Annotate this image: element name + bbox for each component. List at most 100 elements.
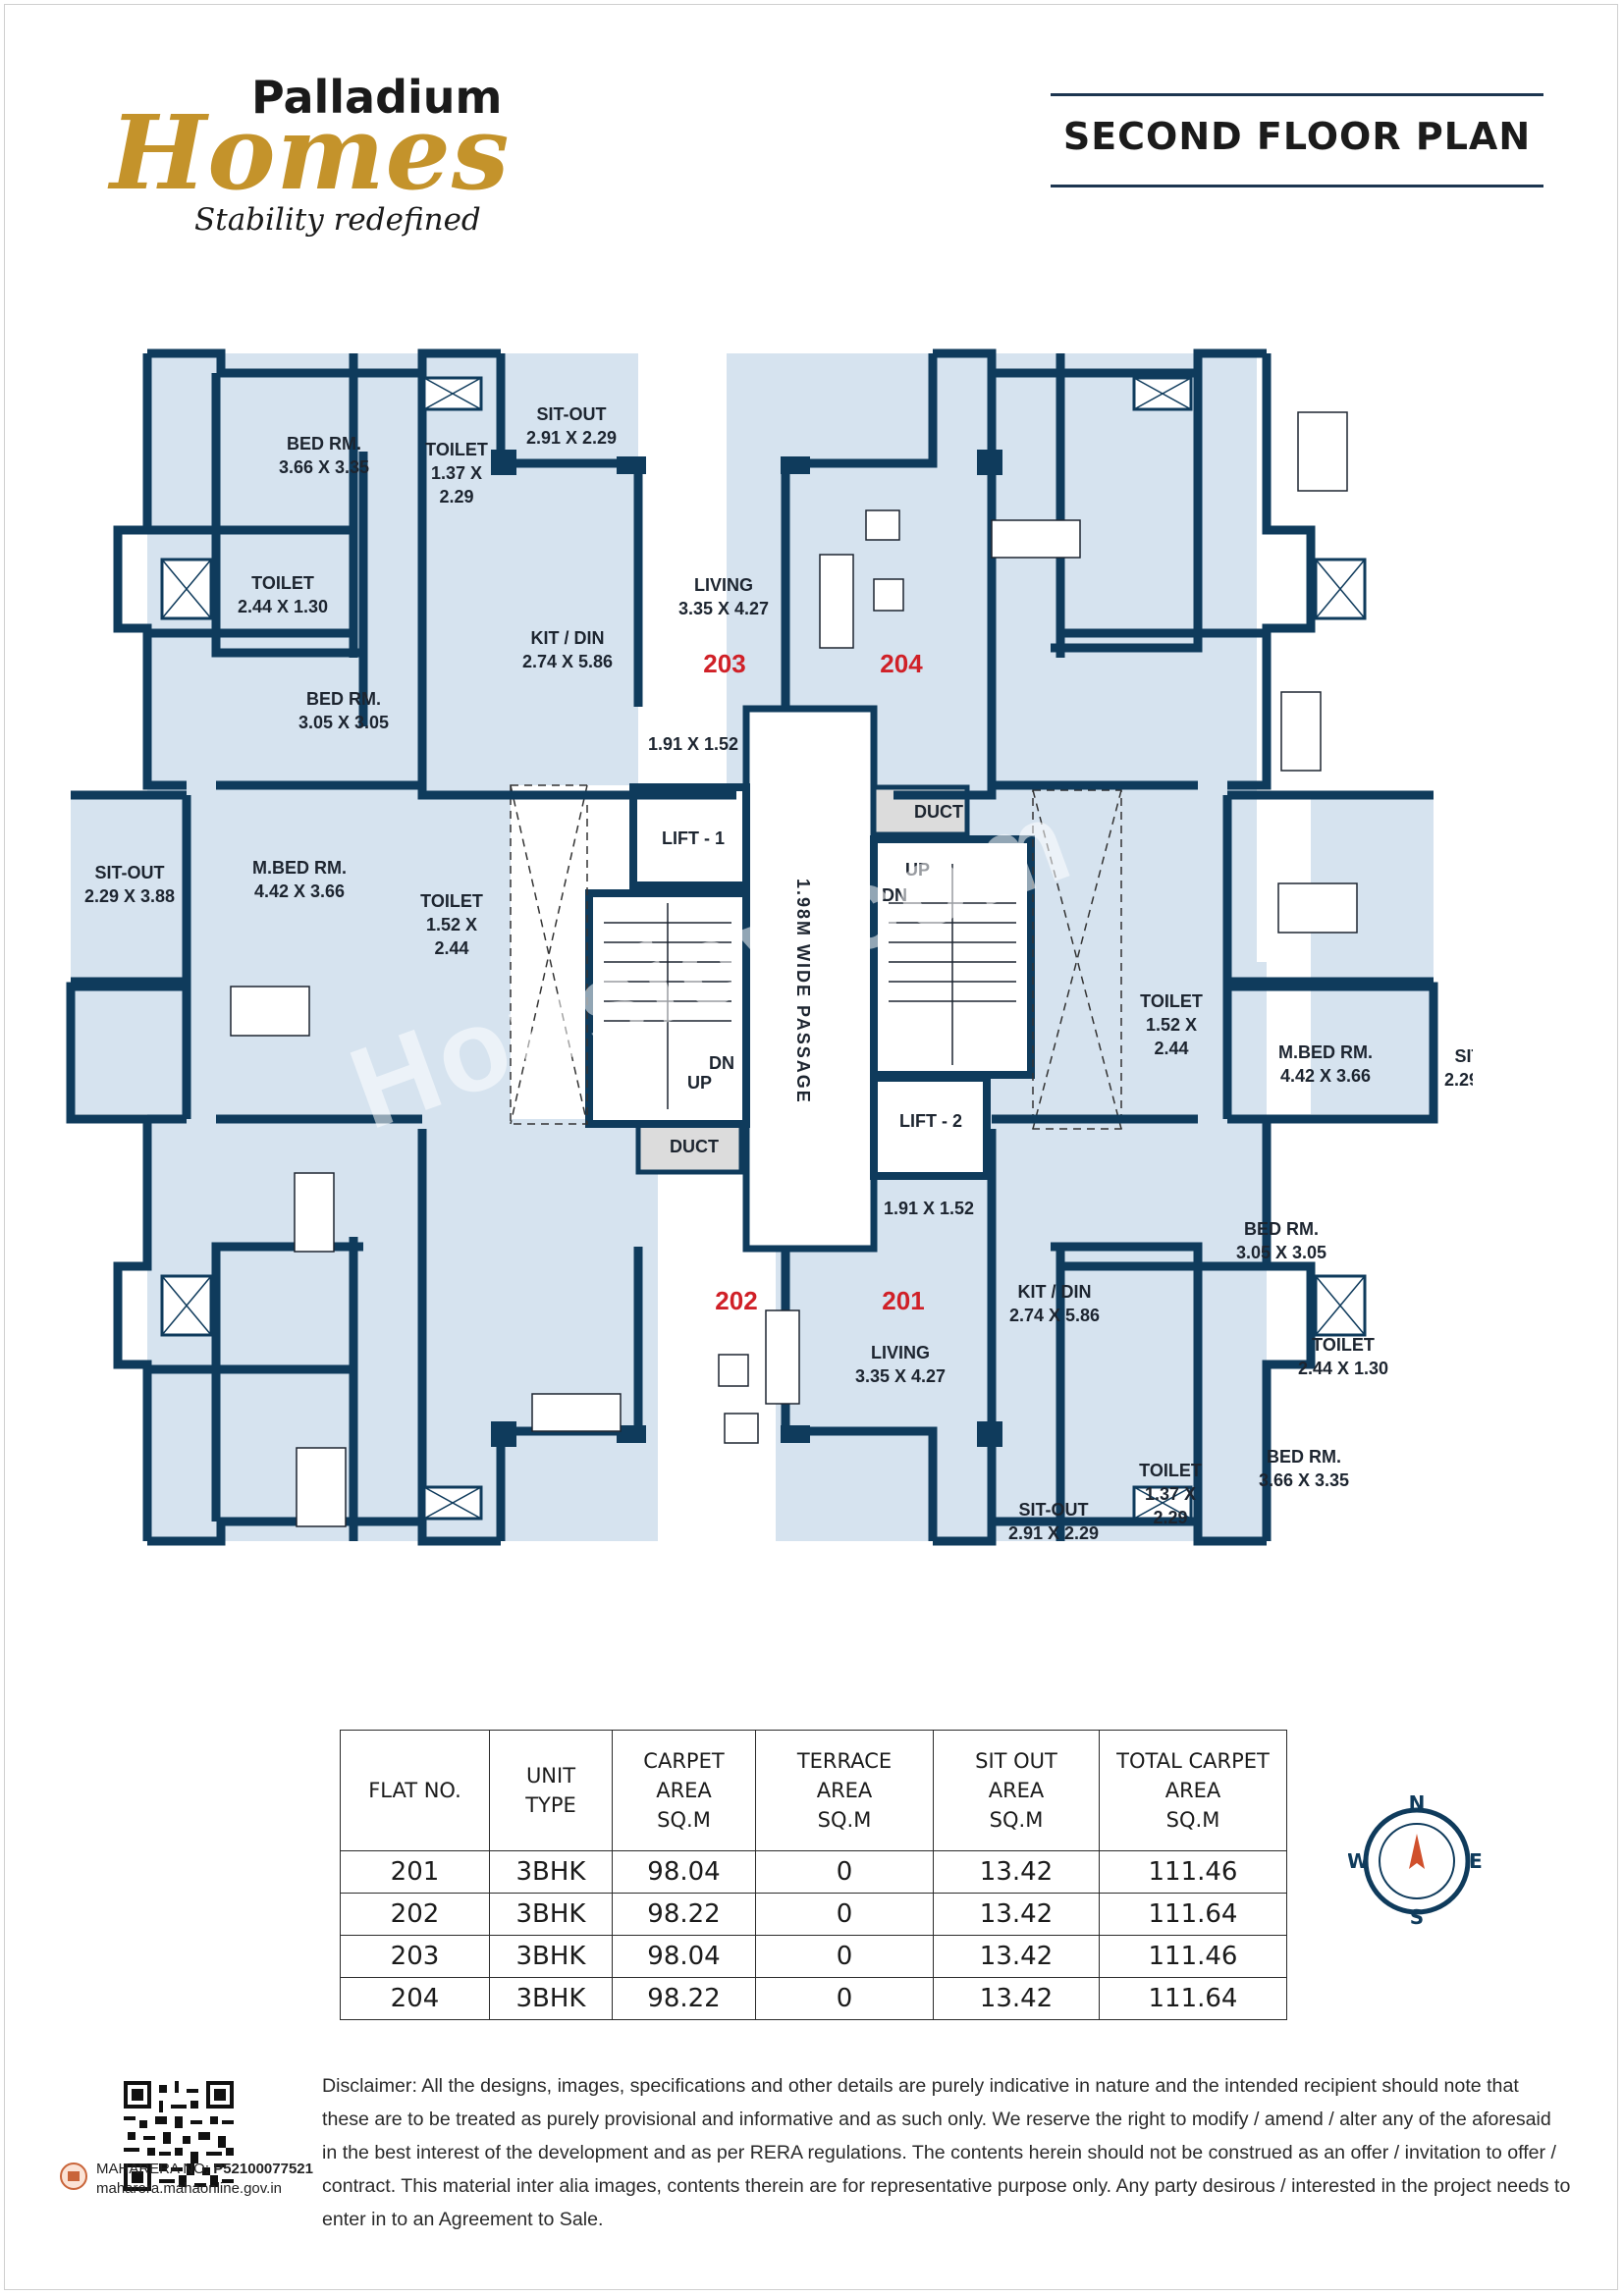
room-kit-201-name: KIT / DIN bbox=[1018, 1282, 1092, 1302]
cell-sit-out-area: 13.42 bbox=[933, 1893, 1100, 1936]
compass-n: N bbox=[1409, 1792, 1426, 1815]
room-toilet3-right-name: TOILET bbox=[1140, 991, 1203, 1011]
cell-sit-out-area: 13.42 bbox=[933, 1977, 1100, 2020]
room-living-203-size: 3.35 X 4.27 bbox=[678, 599, 769, 618]
header-line: UNIT bbox=[525, 1764, 576, 1788]
passage-label: 1.98M WIDE PASSAGE bbox=[793, 879, 813, 1104]
unit-203-label: 203 bbox=[703, 649, 745, 678]
lift-1 bbox=[629, 783, 750, 889]
header-total-carpet-area: TOTAL CARPET AREA SQ.M bbox=[1099, 1730, 1287, 1851]
table-header-row: FLAT NO. UNIT TYPE CARPET AREA SQ.M TERRACE… bbox=[340, 1730, 1287, 1851]
header-line: SQ.M bbox=[989, 1808, 1044, 1832]
header-line: SQ.M bbox=[1165, 1808, 1220, 1832]
room-toilet1-right-size2: 2.29 bbox=[1153, 1508, 1187, 1527]
cell-total-carpet-area: 111.64 bbox=[1099, 1893, 1287, 1936]
cell-total-carpet-area: 111.46 bbox=[1099, 1935, 1287, 1978]
room-living-201-size: 3.35 X 4.27 bbox=[855, 1366, 946, 1386]
cell-total-carpet-area: 111.46 bbox=[1099, 1850, 1287, 1894]
stair-up-left: UP bbox=[687, 1073, 712, 1093]
header-line: SQ.M bbox=[657, 1808, 711, 1832]
cell-flat-no: 202 bbox=[340, 1893, 490, 1936]
room-toilet3-right-size1: 1.52 X bbox=[1146, 1015, 1197, 1035]
room-toilet2-right-size: 2.44 X 1.30 bbox=[1298, 1359, 1388, 1378]
room-toilet3-left-size2: 2.44 bbox=[434, 938, 468, 958]
room-kit-201-size: 2.74 X 5.86 bbox=[1009, 1306, 1100, 1325]
header-flat-no: FLAT NO. bbox=[340, 1730, 490, 1851]
rera-site: maharera.mahaonline.gov.in bbox=[96, 2180, 283, 2197]
room-sitout1-right-size: 2.91 X 2.29 bbox=[1008, 1523, 1099, 1543]
room-bed1-right-name: BED RM. bbox=[1267, 1447, 1341, 1467]
furniture bbox=[230, 411, 1358, 1527]
header-terrace-area: TERRACE AREA SQ.M bbox=[755, 1730, 934, 1851]
header-line: SQ.M bbox=[817, 1808, 872, 1832]
staircase-right bbox=[870, 835, 1035, 1079]
header-line: AREA bbox=[816, 1779, 873, 1802]
room-foyer-201: 1.91 X 1.52 bbox=[884, 1199, 974, 1218]
room-living-201-name: LIVING bbox=[871, 1343, 930, 1362]
rera-number-line: MAHARERA NO: P52100077521 bbox=[96, 2160, 313, 2179]
room-toilet1-left-size2: 2.29 bbox=[439, 487, 473, 507]
room-bed2-left-size: 3.05 X 3.05 bbox=[298, 713, 389, 732]
cell-unit-type: 3BHK bbox=[489, 1850, 613, 1894]
floor-plan-drawing: BED RM. 3.66 X 3.35 TOILET 1.37 X 2.29 S… bbox=[66, 348, 1535, 1546]
header-line: AREA bbox=[1164, 1779, 1221, 1802]
area-table: FLAT NO. UNIT TYPE CARPET AREA SQ.M TERRACE… bbox=[340, 1730, 1287, 2020]
unit-202-label: 202 bbox=[715, 1286, 757, 1315]
room-toilet1-right-size1: 1.37 X bbox=[1145, 1484, 1196, 1504]
duct-bottom bbox=[635, 1122, 744, 1175]
cell-carpet-area: 98.22 bbox=[612, 1977, 756, 2020]
room-toilet2-left-name: TOILET bbox=[251, 573, 314, 593]
room-toilet1-left-name: TOILET bbox=[425, 440, 488, 459]
page-title-block: SECOND FLOOR PLAN bbox=[1051, 93, 1543, 187]
cell-carpet-area: 98.04 bbox=[612, 1935, 756, 1978]
cell-unit-type: 3BHK bbox=[489, 1893, 613, 1936]
room-toilet2-right-name: TOILET bbox=[1312, 1335, 1375, 1355]
service-shaft-crosses bbox=[161, 377, 1366, 1520]
cell-flat-no: 203 bbox=[340, 1935, 490, 1978]
room-toilet1-right-name: TOILET bbox=[1139, 1461, 1202, 1480]
header-line: AREA bbox=[656, 1779, 712, 1802]
room-kit-203-name: KIT / DIN bbox=[531, 628, 605, 648]
cell-terrace-area: 0 bbox=[755, 1893, 934, 1936]
header-line: CARPET bbox=[643, 1749, 725, 1773]
logo-main-text: Homes bbox=[110, 92, 511, 213]
page-title: SECOND FLOOR PLAN bbox=[1062, 115, 1532, 158]
qr-code bbox=[124, 2081, 234, 2191]
compass-icon: N S E W bbox=[1347, 1791, 1486, 1930]
header-unit-type: UNIT TYPE bbox=[489, 1730, 613, 1851]
void-shafts bbox=[510, 784, 1122, 1130]
cell-unit-type: 3BHK bbox=[489, 1935, 613, 1978]
rera-info: MAHARERA NO: P52100077521 maharera.mahao… bbox=[96, 2160, 313, 2199]
cell-total-carpet-area: 111.64 bbox=[1099, 1977, 1287, 2020]
cell-sit-out-area: 13.42 bbox=[933, 1850, 1100, 1894]
lift-2 bbox=[870, 1074, 991, 1180]
room-bed1-left-size: 3.66 X 3.35 bbox=[279, 457, 369, 477]
lift-2-label: LIFT - 2 bbox=[899, 1111, 962, 1131]
header-line: TERRACE bbox=[796, 1749, 893, 1773]
room-sitout1-left-size: 2.91 X 2.29 bbox=[526, 428, 617, 448]
compass-w: W bbox=[1348, 1849, 1369, 1873]
header-carpet-area: CARPET AREA SQ.M bbox=[612, 1730, 756, 1851]
header-line: TYPE bbox=[525, 1793, 576, 1817]
floor-plan: BED RM. 3.66 X 3.35 TOILET 1.37 X 2.29 S… bbox=[59, 334, 1535, 1615]
room-bed2-right-name: BED RM. bbox=[1244, 1219, 1319, 1239]
unit-201-label: 201 bbox=[882, 1286, 924, 1315]
room-living-203-name: LIVING bbox=[694, 575, 753, 595]
room-foyer-203: 1.91 X 1.52 bbox=[648, 734, 738, 754]
stair-dn-left: DN bbox=[709, 1053, 734, 1073]
room-mbed-left-name: M.BED RM. bbox=[252, 858, 347, 878]
compass-drawing: N S E W bbox=[1347, 1791, 1483, 1929]
room-sitout2-right-name: SIT-OUT bbox=[1455, 1046, 1474, 1066]
cell-terrace-area: 0 bbox=[755, 1977, 934, 2020]
cell-flat-no: 201 bbox=[340, 1850, 490, 1894]
qr-code-pattern bbox=[124, 2081, 234, 2191]
room-toilet3-left-size1: 1.52 X bbox=[426, 915, 477, 934]
room-sitout1-left-name: SIT-OUT bbox=[537, 404, 607, 424]
sitout-lower-left bbox=[71, 987, 198, 1114]
header-line: TOTAL CARPET bbox=[1116, 1749, 1270, 1773]
